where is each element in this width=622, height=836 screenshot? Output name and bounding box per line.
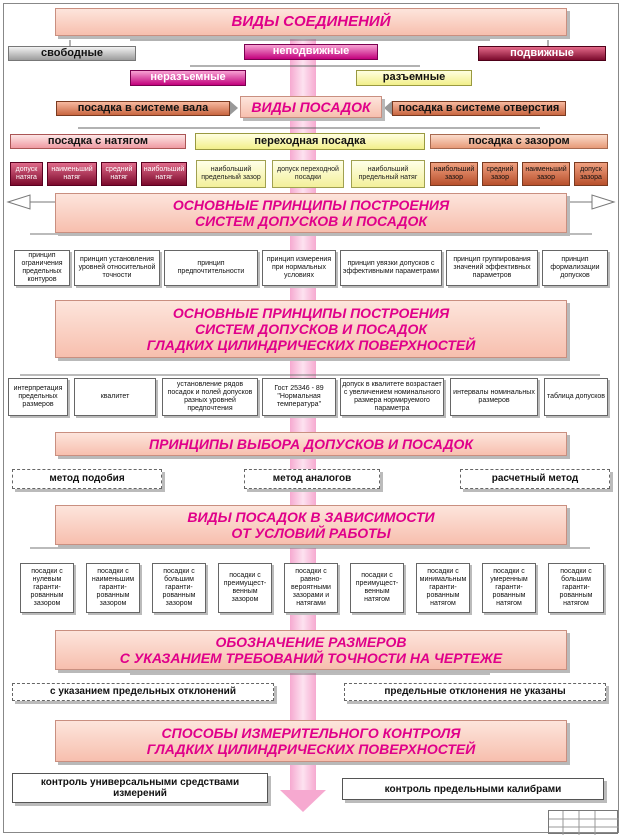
fit-interference: посадка с натягом <box>10 134 186 149</box>
control-universal-tools: контроль универсальными средствами измер… <box>12 773 268 803</box>
clearance-cell: наибольший зазор <box>430 162 478 186</box>
title-basic-principles: ОСНОВНЫЕ ПРИНЦИПЫ ПОСТРОЕНИЯ СИСТЕМ ДОПУ… <box>55 193 567 233</box>
smooth-principle-box: квалитет <box>74 378 156 416</box>
page-frame <box>3 3 619 833</box>
work-fit-box: посадки с минимальным гаранти-рованным н… <box>416 563 470 613</box>
arrow-hole-system <box>384 101 392 115</box>
smooth-principle-box: таблица допусков <box>544 378 608 416</box>
interference-cell: наибольший натяг <box>141 162 187 186</box>
title-line: СИСТЕМ ДОПУСКОВ И ПОСАДОК <box>194 213 428 229</box>
title-work-fits: ВИДЫ ПОСАДОК В ЗАВИСИМОСТИ ОТ УСЛОВИЙ РА… <box>55 505 567 545</box>
smooth-principle-box: интерпретация предельных размеров <box>8 378 68 416</box>
work-fit-box: посадки с преимущест-венным зазором <box>218 563 272 613</box>
transition-cell: допуск переходной посадки <box>272 160 344 188</box>
stamp-grid <box>549 811 619 835</box>
title-line: ОСНОВНЫЕ ПРИНЦИПЫ ПОСТРОЕНИЯ <box>172 196 450 213</box>
title-line: ГЛАДКИХ ЦИЛИНДРИЧЕСКИХ ПОВЕРХНОСТЕЙ <box>146 741 476 757</box>
joint-permanent: неразъемные <box>130 70 246 86</box>
title-line: СИСТЕМ ДОПУСКОВ И ПОСАДОК <box>194 320 428 337</box>
title-line: ОТ УСЛОВИЙ РАБОТЫ <box>231 525 391 541</box>
control-limit-gauges: контроль предельными калибрами <box>342 778 604 800</box>
joint-fixed: неподвижные <box>244 44 378 60</box>
principle-box: принцип установления уровней относительн… <box>74 250 160 286</box>
interference-cell: наименьший натяг <box>47 162 97 186</box>
spine-arrow-head <box>280 790 326 812</box>
principle-box: принцип увязки допусков с эффективными п… <box>340 250 442 286</box>
fit-shaft-system: посадка в системе вала <box>56 101 230 116</box>
title-line: ГЛАДКИХ ЦИЛИНДРИЧЕСКИХ ПОВЕРХНОСТЕЙ <box>146 337 476 354</box>
interference-cell: средний натяг <box>101 162 137 186</box>
title-block-stamp <box>548 810 619 835</box>
smooth-principle-box: интервалы номинальных размеров <box>450 378 538 416</box>
principle-box: принцип формализации допусков <box>542 250 608 286</box>
method-calculation: расчетный метод <box>460 469 610 489</box>
title-designation: ОБОЗНАЧЕНИЕ РАЗМЕРОВ С УКАЗАНИЕМ ТРЕБОВА… <box>55 630 567 670</box>
work-fit-box: посадки с нулевым гаранти-рованным зазор… <box>20 563 74 613</box>
work-fit-box: посадки с преимущест-венным натягом <box>350 563 404 613</box>
work-fit-box: посадки с большим гаранти-рованным натяг… <box>548 563 604 613</box>
arrow-shaft-system <box>230 101 238 115</box>
principle-box: принцип группирования значений эффективн… <box>446 250 538 286</box>
arrow-right-principles <box>591 194 616 210</box>
method-similarity: метод подобия <box>12 469 162 489</box>
fit-clearance: посадка с зазором <box>430 134 608 149</box>
clearance-cell: наименьший зазор <box>522 162 570 186</box>
principle-box: принцип предпочтительности <box>164 250 258 286</box>
designation-without-deviations: предельные отклонения не указаны <box>344 683 606 701</box>
smooth-principle-box: установление рядов посадок и полей допус… <box>162 378 258 416</box>
arrow-left-principles <box>6 194 31 210</box>
joint-movable: подвижные <box>478 46 606 61</box>
title-smooth-principles: ОСНОВНЫЕ ПРИНЦИПЫ ПОСТРОЕНИЯ СИСТЕМ ДОПУ… <box>55 300 567 358</box>
title-line: С УКАЗАНИЕМ ТРЕБОВАНИЙ ТОЧНОСТИ НА ЧЕРТЕ… <box>119 650 503 666</box>
principle-box: принцип измерения при нормальных условия… <box>262 250 336 286</box>
title-joint-types: ВИДЫ СОЕДИНЕНИЙ <box>55 8 567 36</box>
work-fit-box: посадки с умеренным гаранти-рованным нат… <box>482 563 536 613</box>
work-fit-box: посадки с равно-вероятными зазорами и на… <box>284 563 338 613</box>
smooth-principle-box: Гост 25346 - 89 "Нормальная температура" <box>262 378 336 416</box>
joint-free: свободные <box>8 46 136 61</box>
title-line: ВИДЫ ПОСАДОК В ЗАВИСИМОСТИ <box>187 508 435 525</box>
transition-cell: наибольший предельный натяг <box>351 160 425 188</box>
fit-hole-system: посадка в системе отверстия <box>392 101 566 116</box>
method-analogs: метод аналогов <box>244 469 380 489</box>
title-line: СПОСОБЫ ИЗМЕРИТЕЛЬНОГО КОНТРОЛЯ <box>161 724 461 741</box>
title-fit-types: ВИДЫ ПОСАДОК <box>240 96 382 118</box>
title-line: ОБОЗНАЧЕНИЕ РАЗМЕРОВ <box>215 633 407 650</box>
title-control-methods: СПОСОБЫ ИЗМЕРИТЕЛЬНОГО КОНТРОЛЯ ГЛАДКИХ … <box>55 720 567 762</box>
designation-with-deviations: с указанием предельных отклонений <box>12 683 274 701</box>
work-fit-box: посадки с наименьшим гаранти-рованным за… <box>86 563 140 613</box>
interference-cell: допуск натяга <box>10 162 43 186</box>
clearance-cell: средний зазор <box>482 162 518 186</box>
clearance-cell: допуск зазора <box>574 162 608 186</box>
principle-box: принцип ограничения предельных контуров <box>14 250 70 286</box>
title-selection-principles: ПРИНЦИПЫ ВЫБОРА ДОПУСКОВ И ПОСАДОК <box>55 432 567 456</box>
transition-cell: наибольший предельный зазор <box>196 160 266 188</box>
joint-detachable: разъемные <box>356 70 472 86</box>
fit-transition: переходная посадка <box>195 133 425 150</box>
work-fit-box: посадки с большим гаранти-рованным зазор… <box>152 563 206 613</box>
smooth-principle-box: допуск в квалитете возрастает с увеличен… <box>340 378 444 416</box>
title-line: ОСНОВНЫЕ ПРИНЦИПЫ ПОСТРОЕНИЯ <box>172 304 450 321</box>
